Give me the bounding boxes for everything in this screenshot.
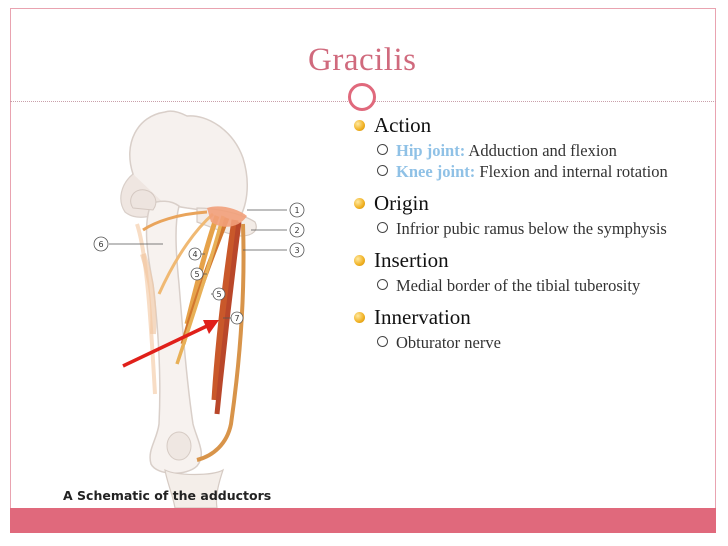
figure-label-3: 3 bbox=[294, 246, 299, 255]
sub-item: Infrior pubic ramus below the symphysis bbox=[374, 218, 682, 239]
sub-item-text: Infrior pubic ramus below the symphysis bbox=[396, 219, 667, 238]
sub-item: Obturator nerve bbox=[374, 332, 682, 353]
sub-item-text: Adduction and flexion bbox=[465, 141, 617, 160]
bullet-innervation: Innervation Obturator nerve bbox=[352, 304, 682, 353]
muscle-band-3 bbox=[211, 219, 239, 401]
sub-item-text: Obturator nerve bbox=[396, 333, 501, 352]
keyword: Knee joint: bbox=[396, 162, 476, 181]
bullet-dot-icon bbox=[354, 312, 365, 323]
bullet-heading: Innervation bbox=[374, 305, 471, 329]
bullet-dot-icon bbox=[354, 198, 365, 209]
bullet-heading: Insertion bbox=[374, 248, 449, 272]
adductor-illustration: 1 2 3 4 5 5 6 7 bbox=[93, 110, 305, 508]
ring-bullet-icon bbox=[377, 336, 388, 347]
figure-label-4: 4 bbox=[192, 250, 197, 259]
bullet-dot-icon bbox=[354, 255, 365, 266]
highlight-arrow bbox=[122, 320, 219, 368]
adductor-muscles bbox=[142, 206, 247, 462]
knee-cap bbox=[166, 431, 192, 461]
footer-bar bbox=[10, 508, 716, 533]
muscle-band-6 bbox=[142, 210, 208, 232]
muscle-band-4 bbox=[175, 215, 225, 365]
bullet-dot-icon bbox=[354, 120, 365, 131]
figure-caption: A Schematic of the adductors bbox=[63, 488, 272, 503]
sub-item: Hip joint: Adduction and flexion bbox=[374, 140, 682, 161]
ring-bullet-icon bbox=[377, 144, 388, 155]
ring-bullet-icon bbox=[377, 165, 388, 176]
figure-label-5b: 5 bbox=[216, 290, 221, 299]
figure-label-2: 2 bbox=[294, 226, 299, 235]
muscle-origin bbox=[207, 206, 247, 227]
leader-lines bbox=[109, 209, 287, 319]
content-list: Action Hip joint: Adduction and flexion … bbox=[352, 112, 682, 353]
muscle-band-1 bbox=[184, 215, 220, 325]
femur-bone bbox=[145, 200, 202, 474]
gracilis-band bbox=[196, 223, 246, 462]
bullet-heading: Action bbox=[374, 113, 432, 137]
sub-item-text: Flexion and internal rotation bbox=[475, 162, 668, 181]
bullet-origin: Origin Infrior pubic ramus below the sym… bbox=[352, 190, 682, 239]
sub-item: Knee joint: Flexion and internal rotatio… bbox=[374, 161, 682, 182]
slide-title: Gracilis bbox=[308, 42, 417, 78]
figure-label-7: 7 bbox=[234, 314, 239, 323]
bullet-action: Action Hip joint: Adduction and flexion … bbox=[352, 112, 682, 182]
figure-label-6: 6 bbox=[98, 240, 103, 249]
ring-bullet-icon bbox=[377, 222, 388, 233]
keyword: Hip joint: bbox=[396, 141, 466, 160]
tibia-bone bbox=[164, 468, 225, 508]
decorative-ring-icon bbox=[348, 83, 376, 111]
muscle-band-5 bbox=[214, 221, 242, 415]
figure-label-1: 1 bbox=[294, 206, 299, 215]
muscle-band-7 bbox=[157, 212, 214, 295]
bullet-insertion: Insertion Medial border of the tibial tu… bbox=[352, 247, 682, 296]
sub-item-text: Medial border of the tibial tuberosity bbox=[396, 276, 641, 295]
ring-bullet-icon bbox=[377, 279, 388, 290]
femur-head bbox=[130, 189, 157, 211]
sub-item: Medial border of the tibial tuberosity bbox=[374, 275, 682, 296]
figure-label-5a: 5 bbox=[194, 270, 199, 279]
bullet-heading: Origin bbox=[374, 191, 429, 215]
